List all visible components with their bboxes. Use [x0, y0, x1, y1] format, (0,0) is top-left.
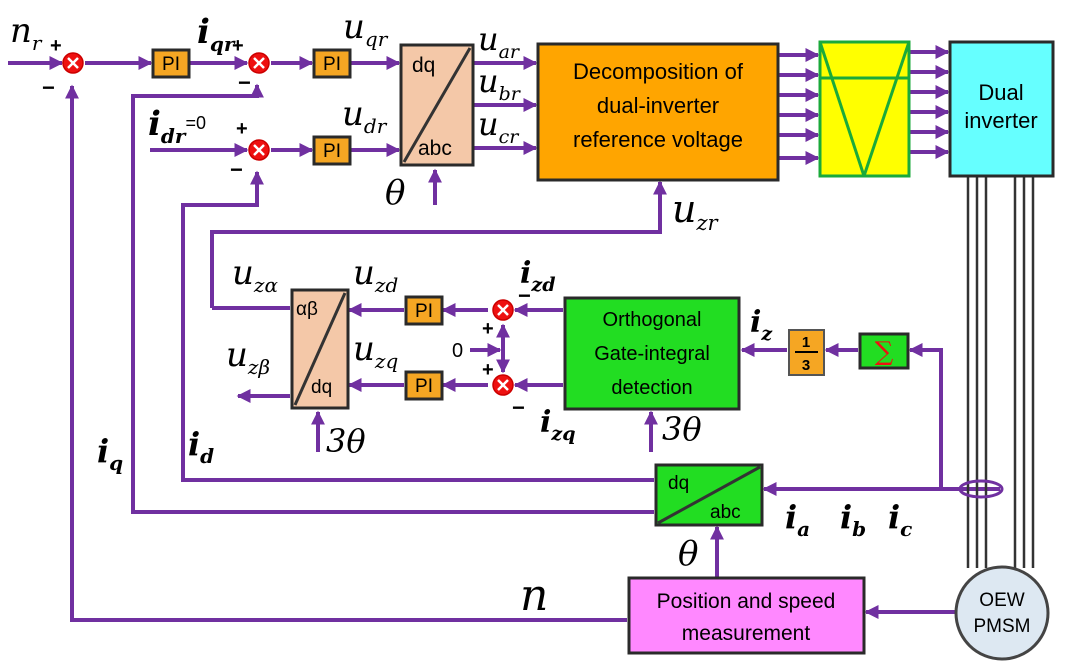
wire-n-feedback	[65, 84, 627, 622]
label-iqr: iqr	[197, 12, 236, 56]
label-idr: idr=0	[148, 104, 206, 148]
sign-plus: +	[482, 318, 494, 340]
wire-phase-sum	[908, 343, 943, 489]
dual-inverter-block: Dual inverter	[948, 40, 1055, 178]
one-third-gain: 1 3	[788, 329, 825, 376]
label-ia: ia	[785, 498, 810, 541]
sign-plus: +	[50, 35, 62, 57]
junction-signs: + − + − + − − + + −	[42, 35, 531, 420]
dq-abc-transform: dq abc	[399, 43, 475, 167]
orthogonal-detection-block: Orthogonal Gate-integral detection	[563, 296, 741, 411]
orthogonal-line-2: Gate-integral	[594, 343, 710, 365]
sign-minus: −	[518, 283, 531, 308]
pwm-block	[818, 40, 911, 178]
motor-line-2: PMSM	[974, 616, 1031, 637]
label-3theta-left: 3θ	[326, 422, 366, 460]
sign-minus: −	[512, 395, 525, 420]
sign-plus: +	[232, 35, 244, 57]
gain-denominator: 3	[802, 357, 810, 374]
wire-iq-feedback	[131, 83, 654, 514]
sign-minus: −	[42, 75, 55, 100]
label-uqr: uqr	[343, 7, 389, 51]
decomp-line-3: reference voltage	[573, 127, 743, 152]
current-sensor	[958, 479, 1004, 499]
position-line-1: Position and speed	[657, 590, 836, 613]
motor-phase-lines	[966, 176, 1035, 568]
summing-junction	[248, 52, 270, 74]
pi-controller-1: PI	[151, 48, 191, 79]
summing-junction	[492, 299, 514, 321]
summing-junctions	[62, 52, 514, 396]
label-ic: ic	[888, 498, 912, 541]
label-uar: uar	[478, 20, 521, 63]
pwm-output-wires	[910, 45, 950, 159]
label-ib: ib	[840, 498, 866, 541]
label-zero: 0	[452, 340, 463, 362]
dq-label-lower: dq	[311, 377, 332, 398]
dual-inverter-line-2: inverter	[964, 108, 1037, 133]
label-uzalpha: uzα	[232, 253, 278, 297]
orthogonal-line-3: detection	[611, 377, 692, 399]
label-uzq: uzq	[353, 329, 398, 373]
sum-block: ∑	[858, 332, 910, 370]
decomposition-block: Decomposition of dual-inverter reference…	[536, 42, 780, 182]
orthogonal-line-1: Orthogonal	[603, 309, 702, 331]
alphabeta-dq-transform: αβ dq	[290, 288, 350, 410]
alphabeta-label: αβ	[296, 299, 318, 320]
label-uzr: uzr	[672, 187, 720, 235]
label-3theta-right: 3θ	[662, 410, 702, 448]
wire-uzr	[210, 180, 667, 308]
sigma-icon: ∑	[875, 337, 894, 367]
label-iz: iz	[750, 305, 773, 345]
sign-plus: +	[482, 359, 494, 381]
sign-plus: +	[236, 118, 248, 140]
label-udr: udr	[342, 94, 388, 138]
oew-pmsm-motor: OEW PMSM	[954, 565, 1050, 661]
wires	[8, 45, 1035, 622]
dq-abc-inverse-transform: dq abc	[654, 463, 764, 527]
dual-inverter-line-1: Dual	[978, 80, 1023, 105]
position-speed-block: Position and speed measurement	[627, 576, 866, 655]
label-theta-top: θ	[385, 173, 405, 213]
pi-controller-5: PI	[404, 370, 444, 401]
pi-controller-4: PI	[404, 295, 444, 326]
pi-controller-3: PI	[312, 135, 352, 166]
abc-label-bottom: abc	[710, 502, 741, 523]
motor-line-1: OEW	[979, 590, 1024, 611]
signal-labels: nr iqr uqr idr=0 udr uar ubr ucr θ uzr u…	[10, 7, 912, 621]
abc-label: abc	[418, 137, 452, 160]
summing-junction	[248, 139, 270, 161]
label-theta-bottom: θ	[678, 534, 698, 574]
dq-label-bottom: dq	[668, 473, 689, 494]
label-uzbeta: uzβ	[226, 335, 270, 379]
label-n: n	[520, 570, 548, 621]
label-ucr: ucr	[478, 105, 520, 148]
decomp-line-1: Decomposition of	[573, 59, 744, 84]
label-izq: izq	[540, 405, 575, 445]
pi-label: PI	[323, 54, 341, 75]
label-iq: iq	[97, 432, 123, 475]
pi-controller-2: PI	[312, 48, 352, 79]
label-ubr: ubr	[478, 62, 522, 105]
pi-label: PI	[415, 301, 433, 322]
pi-label: PI	[415, 376, 433, 397]
sign-minus: −	[238, 70, 251, 95]
gain-numerator: 1	[802, 334, 810, 351]
wire-id-feedback	[181, 170, 654, 482]
pi-label: PI	[162, 54, 180, 75]
decomp-line-2: dual-inverter	[597, 93, 719, 118]
label-izd: izd	[520, 256, 555, 296]
label-nr: nr	[10, 11, 43, 55]
pwm-input-wires	[779, 48, 820, 165]
label-id: id	[188, 425, 214, 468]
sign-minus: −	[230, 157, 243, 182]
summing-junction	[62, 52, 84, 74]
position-line-2: measurement	[682, 622, 811, 645]
summing-junction	[492, 374, 514, 396]
pi-label: PI	[323, 141, 341, 162]
label-uzd: uzd	[353, 253, 398, 297]
dq-label: dq	[412, 54, 435, 77]
